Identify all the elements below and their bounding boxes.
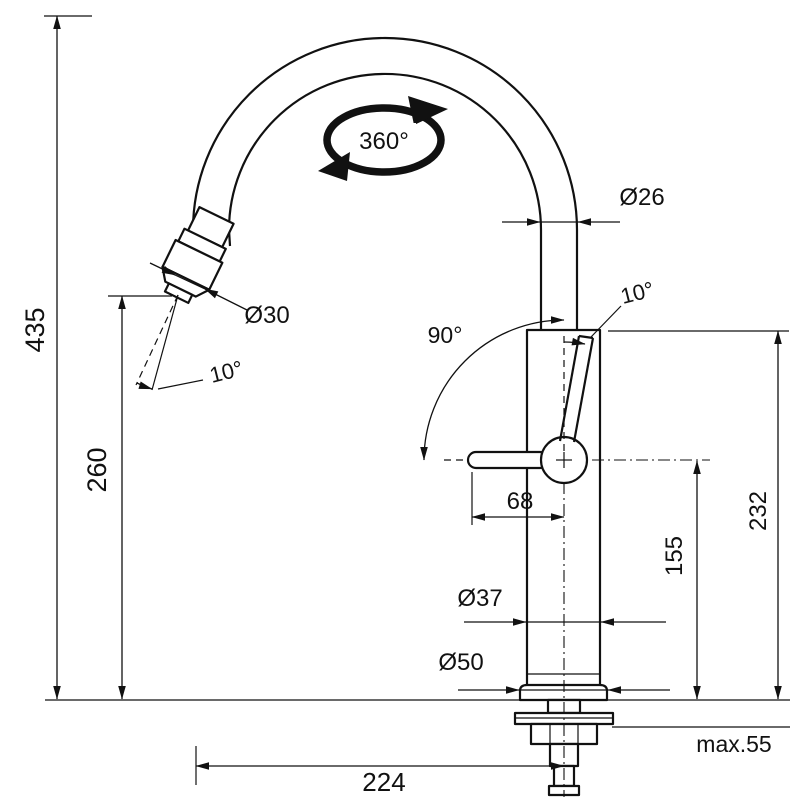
label-spray-tilt: 10°	[207, 356, 245, 388]
handle-tilt-arc	[563, 337, 586, 346]
spout-outer-edge	[191, 36, 579, 334]
swivel-label-bg	[352, 123, 416, 153]
handle-swing-arc	[420, 316, 565, 461]
label-handle-swing: 90°	[428, 322, 463, 348]
dim-sprayhead-diameter	[149, 262, 248, 311]
label-tube-diameter: Ø26	[619, 184, 664, 211]
label-max-deck-thickness: max.55	[696, 731, 771, 757]
label-handle-tilt: 10°	[618, 277, 656, 309]
label-total-height: 435	[20, 307, 50, 352]
label-swivel-angle: 360°	[359, 128, 409, 155]
handle-lever-horizontal	[466, 450, 550, 470]
swivel-arrow-left-icon	[318, 152, 350, 181]
label-body-top-height: 232	[745, 491, 772, 531]
label-sprayhead-diameter: Ø30	[244, 302, 289, 329]
spray-head	[161, 205, 235, 305]
spray-tilt-indicator	[135, 294, 204, 391]
label-outlet-height: 260	[82, 447, 112, 492]
label-base-diameter: Ø50	[438, 649, 483, 676]
swivel-ring	[323, 104, 445, 176]
swivel-symbol	[318, 96, 448, 181]
handle-tilt-leader	[590, 305, 622, 338]
label-handle-offset: 68	[507, 488, 534, 515]
spout-inner-edge	[227, 72, 543, 334]
label-handle-height: 155	[661, 536, 688, 576]
swivel-arrow-right-icon	[408, 96, 448, 125]
label-spout-reach: 224	[362, 767, 405, 797]
label-body-diameter: Ø37	[457, 585, 502, 612]
